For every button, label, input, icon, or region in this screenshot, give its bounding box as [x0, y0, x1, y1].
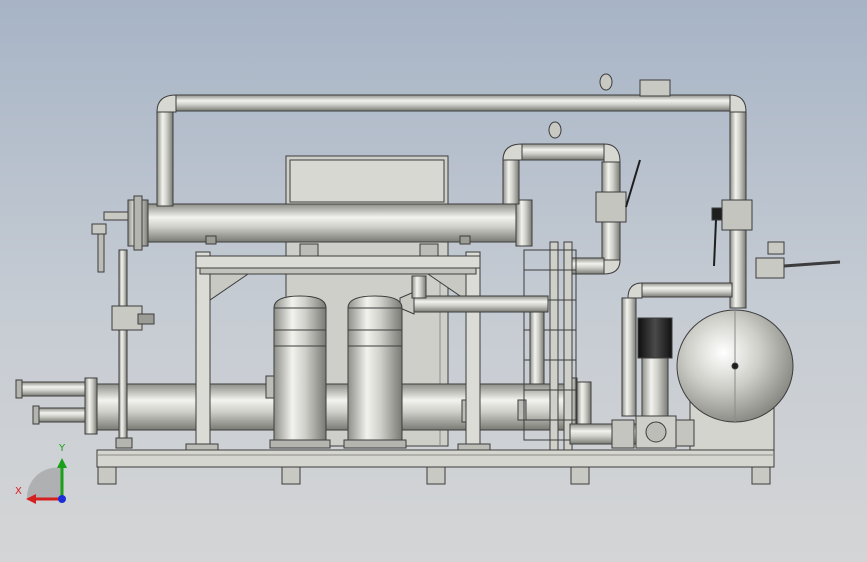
- branch-pipe: [399, 275, 549, 315]
- axis-x-label: X: [15, 486, 22, 497]
- mid-piping: [502, 121, 641, 275]
- compressor-right: [343, 295, 407, 449]
- triad-z-origin: [58, 495, 66, 503]
- triad-x-arrow: [26, 494, 36, 504]
- left-instruments: [91, 211, 155, 449]
- triad-shadow: [26, 467, 62, 499]
- coordinate-triad: [26, 458, 67, 504]
- lower-heat-exchanger: [15, 375, 592, 435]
- support-frame: [185, 251, 491, 451]
- base-frame: [96, 449, 775, 485]
- triad-y-arrow: [57, 458, 67, 468]
- axis-y-label: Y: [59, 443, 66, 454]
- plate-heat-exchanger: [523, 241, 577, 451]
- vertical-pump: [569, 317, 695, 449]
- pressure-tank: [621, 199, 841, 451]
- compressor-left: [269, 295, 331, 449]
- upper-heat-exchanger: [127, 195, 533, 251]
